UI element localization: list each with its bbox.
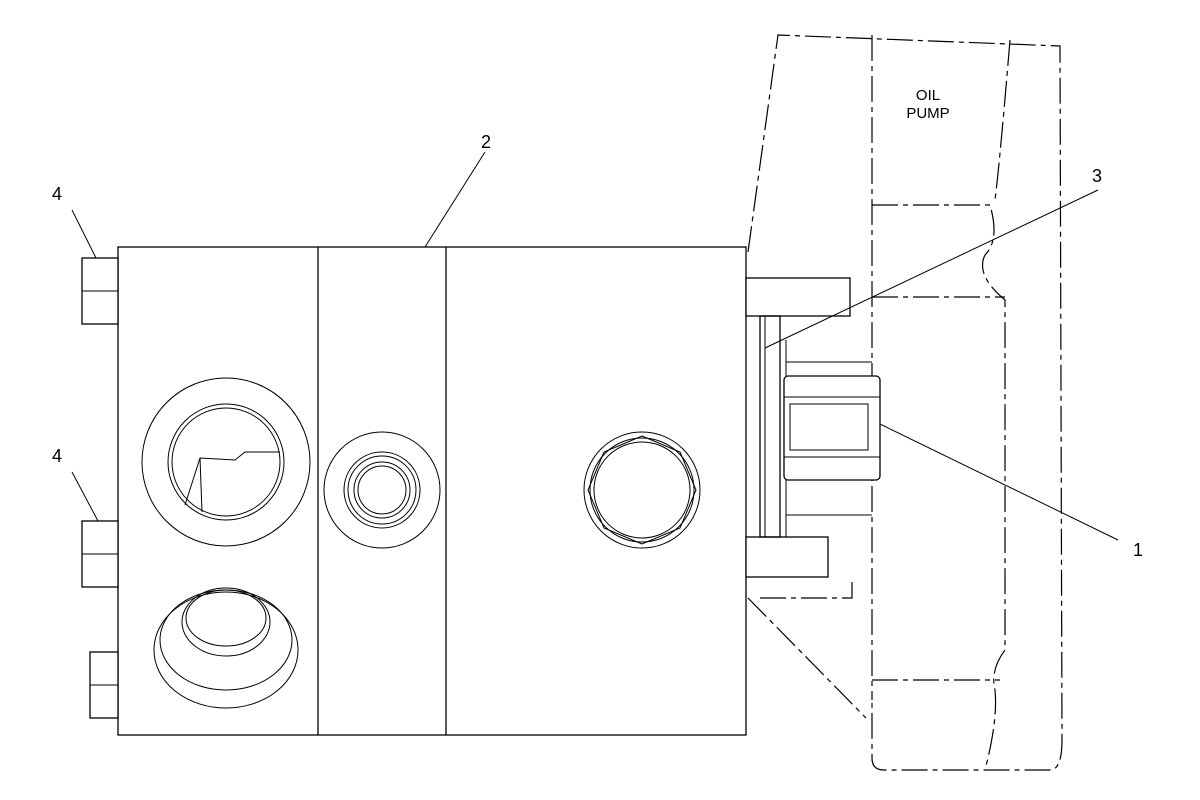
leader-2 xyxy=(424,151,486,248)
callout-1: 1 xyxy=(1133,540,1143,560)
hex-plug xyxy=(583,431,701,549)
oil-pump-label-line2: PUMP xyxy=(906,105,949,122)
leader-3 xyxy=(764,189,1099,349)
mounting-bolts xyxy=(81,257,119,719)
leader-4-upper xyxy=(71,209,97,259)
valve-block xyxy=(117,246,747,736)
oil-pump-label-line1: OIL xyxy=(916,87,940,104)
callout-4-upper: 4 xyxy=(52,184,62,204)
middle-port-fitting xyxy=(323,431,441,549)
callout-3: 3 xyxy=(1092,166,1102,186)
oil-pump-housing xyxy=(747,34,1063,771)
callout-2: 2 xyxy=(481,132,491,152)
leader-4-lower xyxy=(71,471,99,522)
leader-1 xyxy=(879,423,1119,541)
drive-coupling xyxy=(783,375,881,481)
adapter-flange xyxy=(745,277,872,578)
leader-lines xyxy=(71,151,1119,541)
large-port-fitting xyxy=(141,377,311,547)
callout-4-lower: 4 xyxy=(52,446,62,466)
lower-port-fitting xyxy=(153,587,299,709)
